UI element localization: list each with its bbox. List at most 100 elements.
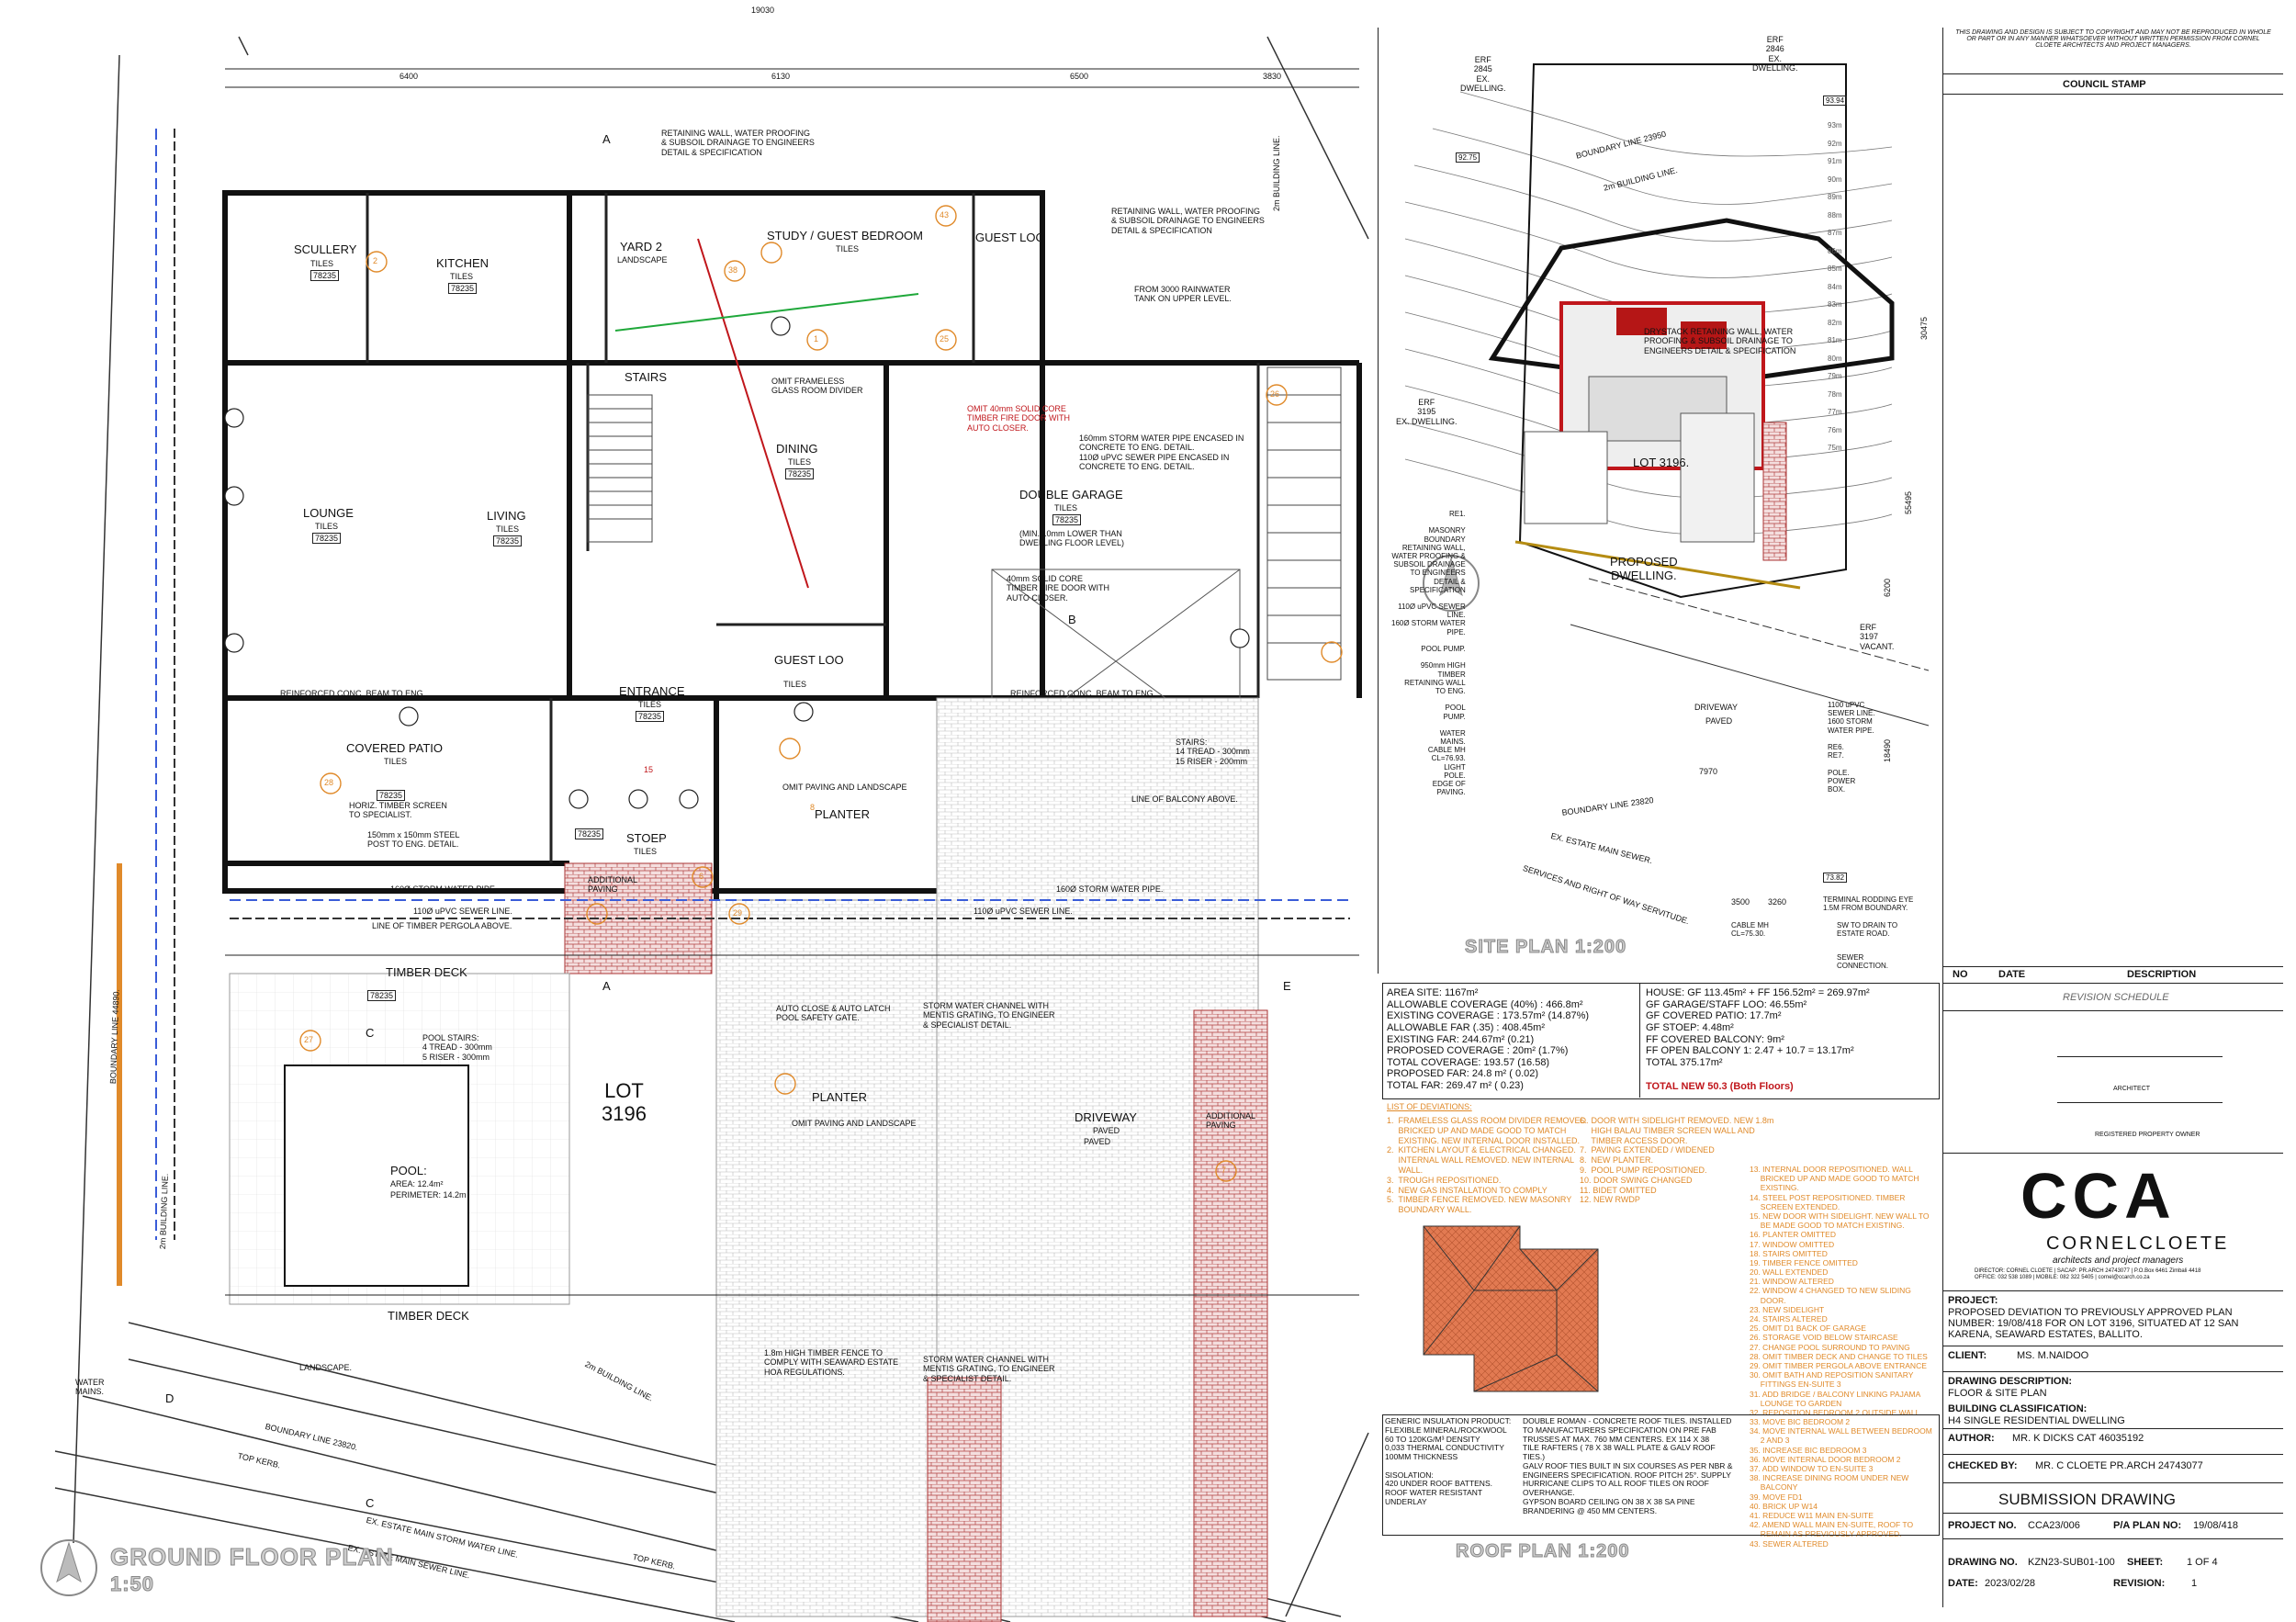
pa-plan-value: 19/08/418 — [2193, 1520, 2238, 1531]
dim-2: 6130 — [771, 72, 791, 81]
revision-date-header: DATE — [1998, 969, 2026, 980]
cca-contact: DIRECTOR: CORNEL CLOETE | SACAP: PR.ARCH… — [1975, 1268, 2201, 1280]
project-no-value: CCA23/006 — [2028, 1520, 2080, 1531]
room-dining-finish: TILES — [788, 457, 812, 467]
architect-signature-line — [2057, 1056, 2223, 1057]
room-living-code: 78235 — [493, 535, 523, 547]
submission-title: SUBMISSION DRAWING — [1998, 1491, 2176, 1508]
date-value: 2023/02/28 — [1985, 1578, 2036, 1589]
dim-4: 3830 — [1263, 72, 1282, 81]
room-planter-1: PLANTER — [815, 807, 870, 821]
sewer-line-label-1: 110Ø uPVC SEWER LINE. — [413, 907, 512, 916]
room-scullery-finish: TILES — [310, 259, 334, 268]
owner-label: REGISTERED PROPERTY OWNER — [2095, 1132, 2200, 1138]
insulation-spec: GENERIC INSULATION PRODUCT: FLEXIBLE MIN… — [1385, 1416, 1512, 1506]
site-cable-mh-note: CABLE MH CL=75.30. — [1731, 921, 1769, 939]
room-kitchen-finish: TILES — [450, 272, 474, 281]
omit-frameless-note: OMIT FRAMELESS GLASS ROOM DIVIDER — [771, 377, 863, 396]
room-covered-patio-finish: TILES — [384, 757, 408, 766]
site-plan-title: SITE PLAN 1:200 — [1464, 937, 1627, 958]
storm-pipe-note: 160mm STORM WATER PIPE ENCASED IN CONCRE… — [1079, 434, 1244, 472]
water-mains-label: WATER MAINS. — [75, 1378, 105, 1397]
timber-screen-note: HORIZ. TIMBER SCREEN TO SPECIALIST. — [349, 801, 447, 820]
checked-label: CHECKED BY: — [1948, 1460, 2018, 1471]
room-entrance-code: 78235 — [636, 711, 665, 723]
building-class-label: BUILDING CLASSIFICATION: — [1948, 1403, 2088, 1414]
erf-3195: ERF 3195 EX. DWELLING. — [1396, 398, 1458, 426]
revision-no-header: NO — [1953, 969, 1968, 980]
section-marker-e: E — [1283, 979, 1291, 993]
dim-1: 6400 — [400, 72, 419, 81]
checked-value: MR. C CLOETE PR.ARCH 24743077 — [2035, 1460, 2203, 1471]
room-planter-2: PLANTER — [812, 1090, 867, 1104]
room-stairs: STAIRS — [625, 370, 667, 384]
site-proposed-dwelling: PROPOSED DWELLING. — [1610, 555, 1678, 582]
room-guest-loo-1: GUEST LOO — [975, 231, 1045, 244]
revision-value: 1 — [2191, 1578, 2198, 1589]
revision-desc-header: DESCRIPTION — [2127, 969, 2197, 980]
client-value: MS. M.NAIDOO — [2017, 1350, 2089, 1361]
site-left-notes: RE1. MASONRY BOUNDARY RETAINING WALL, WA… — [1391, 510, 1466, 797]
sewer-line-label-2: 110Ø uPVC SEWER LINE. — [974, 907, 1073, 916]
pool-stairs-note: POOL STAIRS: 4 TREAD - 300mm 5 RISER - 3… — [422, 1033, 492, 1062]
section-marker-c-top: C — [366, 1026, 375, 1040]
author-label: AUTHOR: — [1948, 1433, 1995, 1444]
room-living-finish: TILES — [496, 524, 520, 534]
section-marker-a-top: A — [602, 132, 611, 146]
room-guest-loo-2-finish: TILES — [783, 680, 807, 689]
site-driveway-paved: PAVED — [1705, 716, 1733, 726]
room-timber-deck: TIMBER DECK — [386, 965, 467, 979]
steel-post-note: 150mm x 150mm STEEL POST TO ENG. DETAIL. — [367, 830, 460, 850]
site-dim-30475: 30475 — [1919, 316, 1929, 340]
tag-38: 38 — [728, 265, 738, 275]
roof-plan-title: ROOF PLAN 1:200 — [1455, 1541, 1630, 1562]
room-study-finish: TILES — [836, 244, 860, 253]
council-stamp-label: COUNCIL STAMP — [2063, 79, 2146, 90]
room-dining: DINING — [776, 442, 818, 456]
room-pool: POOL: — [390, 1164, 427, 1177]
room-lounge-code: 78235 — [312, 533, 342, 545]
roof-spec-box — [1382, 1414, 1940, 1536]
site-plan — [1378, 28, 1930, 974]
retaining-wall-note-top: RETAINING WALL, WATER PROOFING & SUBSOIL… — [661, 129, 815, 157]
building-class-value: H4 SINGLE RESIDENTIAL DWELLING — [1948, 1415, 2125, 1426]
room-kitchen: KITCHEN — [436, 256, 490, 270]
owner-signature-line — [2057, 1102, 2223, 1103]
lot-label: LOT 3196 — [602, 1079, 647, 1126]
room-stoep: STOEP — [626, 831, 667, 845]
site-dim-3500: 3500 — [1731, 897, 1750, 907]
erf-2845: ERF 2845 EX. DWELLING. — [1460, 55, 1506, 94]
drawing-no-value: KZN23-SUB01-100 — [2028, 1557, 2115, 1568]
site-right-notes: 1100 uPVC SEWER LINE. 1600 STORM WATER P… — [1828, 701, 1875, 794]
room-timber-deck-code: 78235 — [367, 990, 397, 1002]
ground-floor-scale: 1:50 — [109, 1572, 155, 1596]
tag-15: 15 — [644, 765, 654, 774]
erf-2846: ERF 2846 EX. DWELLING. — [1752, 35, 1798, 73]
storm-pipe-label-2: 160Ø STORM WATER PIPE. — [1056, 884, 1164, 894]
deviations-title: LIST OF DEVIATIONS: — [1387, 1102, 1472, 1111]
tag-29: 29 — [733, 908, 743, 918]
deviations-col2: 6. DOOR WITH SIDELIGHT REMOVED. NEW 1.8m… — [1580, 1116, 1774, 1205]
date-label: DATE: — [1948, 1578, 1978, 1589]
site-level-top: 93.94 — [1823, 96, 1848, 107]
retaining-wall-note-right: RETAINING WALL, WATER PROOFING & SUBSOIL… — [1111, 207, 1265, 235]
room-yard2-finish: LANDSCAPE — [617, 255, 668, 265]
room-stoep-finish: TILES — [634, 847, 658, 856]
additional-paving-1: ADDITIONAL PAVING — [588, 875, 638, 895]
room-driveway-finish: PAVED — [1093, 1126, 1120, 1135]
cca-logo: CCA — [2020, 1160, 2177, 1232]
project-label: PROJECT: — [1948, 1295, 1998, 1306]
site-sewer-conn-note: SEWER CONNECTION. — [1837, 953, 1888, 971]
storm-pipe-label-1: 160Ø STORM WATER PIPE. — [390, 884, 498, 894]
pergola-line-label: LINE OF TIMBER PERGOLA ABOVE. — [372, 921, 512, 930]
tag-43: 43 — [940, 210, 950, 220]
area-schedule-box — [1382, 983, 1940, 1099]
rainwater-note: FROM 3000 RAINWATER TANK ON UPPER LEVEL. — [1134, 285, 1232, 304]
room-timber-deck-2: TIMBER DECK — [388, 1309, 469, 1323]
revision-label: REVISION: — [2113, 1578, 2166, 1589]
section-marker-c-bottom: C — [366, 1496, 375, 1510]
site-terminal-note: TERMINAL RODDING EYE 1.5M FROM BOUNDARY. — [1823, 895, 1914, 913]
site-dim-7970: 7970 — [1699, 767, 1718, 776]
room-garage-code: 78235 — [1052, 514, 1082, 526]
cca-logo-sub: CORNELCLOETE — [2046, 1233, 2230, 1254]
